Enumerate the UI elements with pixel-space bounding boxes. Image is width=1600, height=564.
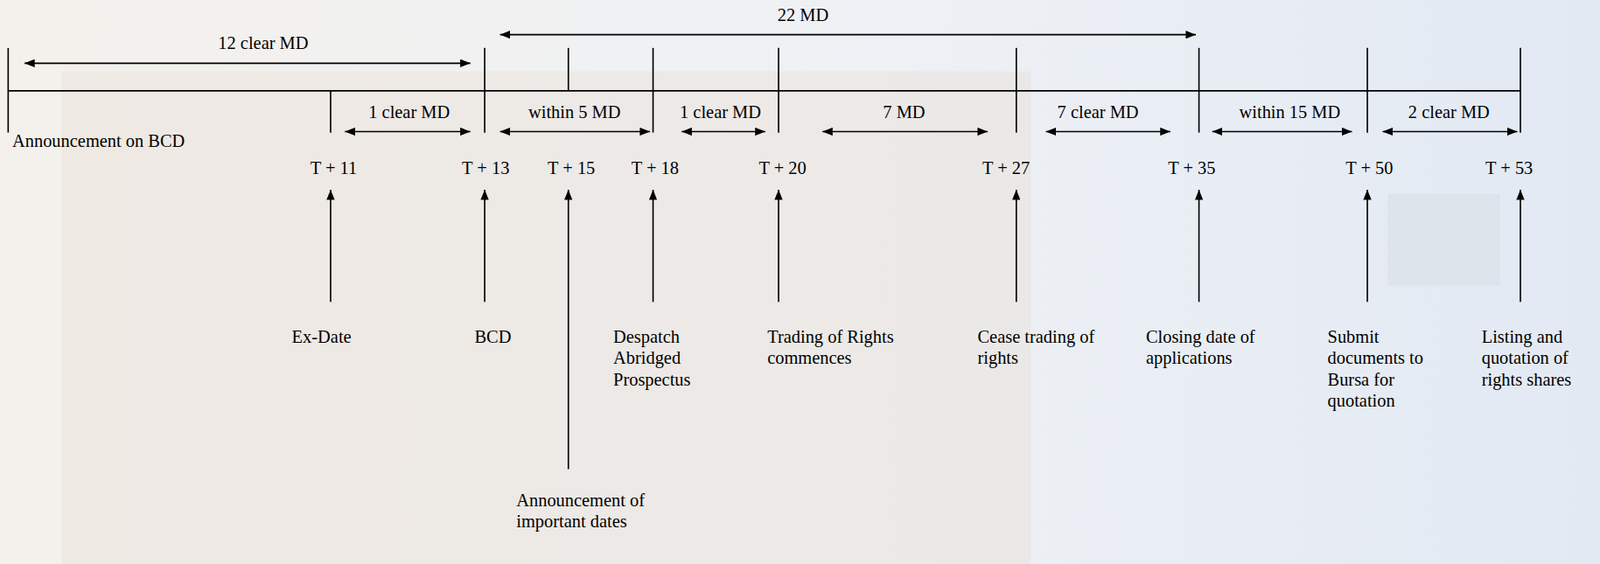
building-ghost: [61, 71, 1031, 564]
event-arrow: [1015, 189, 1018, 302]
span-label: within 5 MD: [528, 102, 621, 124]
event-label: Submit documents to Bursa for quotation: [1327, 326, 1443, 413]
day-label: T + 11: [310, 158, 357, 180]
event-label: Announcement of important dates: [516, 489, 654, 533]
tick: [1366, 48, 1369, 133]
event-arrow: [329, 189, 332, 302]
span-arrow: [1212, 131, 1353, 133]
span-arrow: [24, 62, 471, 65]
tick: [329, 90, 332, 133]
day-label: T + 18: [631, 158, 679, 180]
span-arrow: [681, 131, 766, 133]
day-label: T + 27: [982, 158, 1030, 180]
span-arrow: [500, 131, 650, 133]
time-axis: [7, 90, 1521, 92]
tick: [1198, 48, 1201, 133]
tick: [483, 48, 486, 133]
event-label: Cease trading of rights: [977, 326, 1115, 370]
tick: [777, 48, 780, 133]
span-label: 1 clear MD: [679, 102, 762, 124]
event-arrow: [777, 189, 780, 302]
span-label: 7 clear MD: [1057, 102, 1139, 124]
tick: [1519, 48, 1522, 133]
event-arrow: [567, 189, 570, 470]
event-label: Despatch Abridged Prospectus: [613, 326, 716, 391]
event-arrow: [652, 189, 655, 302]
tick: [7, 48, 10, 133]
span-label: 2 clear MD: [1408, 102, 1490, 124]
event-label: Listing and quotation of rights shares: [1481, 326, 1593, 391]
span-arrow: [1046, 131, 1171, 133]
span-label: within 15 MD: [1239, 102, 1342, 124]
span-label: 22 MD: [777, 5, 829, 27]
event-label: Trading of Rights commences: [767, 326, 936, 370]
clock-ghost: [1387, 194, 1500, 287]
timeline-lines: [7, 48, 1521, 133]
span-arrow: [344, 131, 470, 133]
tick: [652, 48, 655, 133]
day-label: T + 15: [547, 158, 595, 180]
span-arrow: [500, 34, 1197, 36]
day-label: T + 53: [1485, 158, 1533, 180]
event-label: Closing date of applications: [1145, 326, 1294, 370]
day-label: T + 20: [759, 158, 807, 180]
tick: [1015, 48, 1018, 133]
event-arrow: [483, 189, 486, 302]
event-note: Announcement on BCD: [12, 130, 185, 152]
event-arrow: [1519, 189, 1522, 302]
span-arrow: [822, 131, 988, 133]
span-label: 7 MD: [882, 102, 925, 124]
tick: [567, 48, 570, 91]
span-arrow: [1383, 131, 1518, 133]
span-label: 12 clear MD: [217, 32, 308, 54]
event-label: Ex-Date: [292, 326, 352, 348]
event-label: BCD: [474, 326, 511, 348]
day-label: T + 13: [461, 158, 510, 180]
day-label: T + 50: [1345, 158, 1393, 180]
span-label: 1 clear MD: [368, 102, 450, 124]
event-arrow: [1366, 189, 1369, 302]
day-label: T + 35: [1167, 158, 1216, 180]
event-arrow: [1198, 189, 1201, 302]
event-arrows: [330, 189, 1521, 470]
